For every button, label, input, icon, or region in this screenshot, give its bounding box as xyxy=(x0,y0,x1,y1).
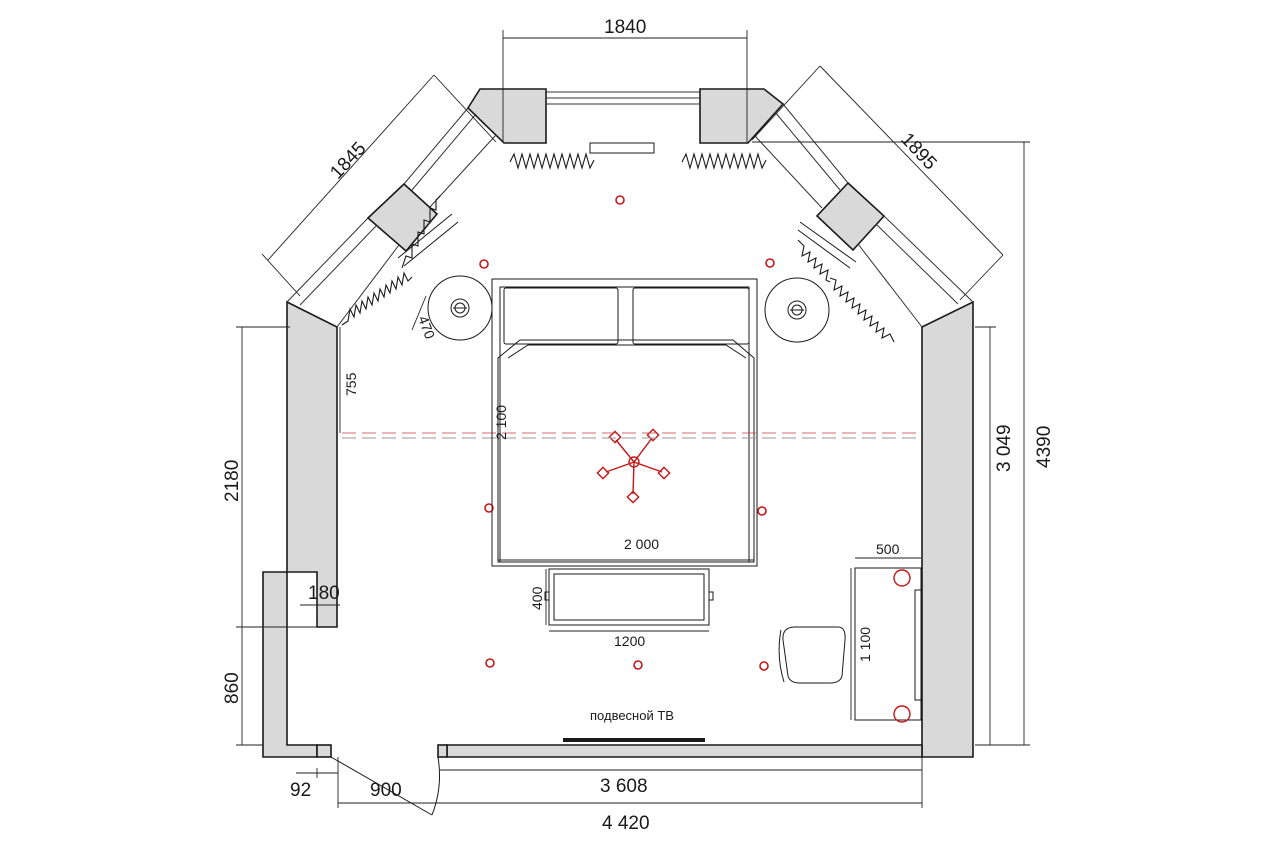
spot-light xyxy=(485,658,495,668)
dim-bed-length: 2 100 xyxy=(493,405,509,440)
curtain-top-left xyxy=(509,151,595,171)
dim-door-jamb: 92 xyxy=(290,780,311,801)
dim-total-height: 4390 xyxy=(1034,426,1055,468)
spot-light xyxy=(633,660,643,670)
door-jamb-right xyxy=(437,744,448,758)
desk-lamp-top xyxy=(893,569,911,587)
dim-bench-width: 1200 xyxy=(614,633,645,649)
bench-body xyxy=(548,568,710,626)
dim-left-diagonal: 1845 xyxy=(326,138,370,183)
pier-diag-left xyxy=(366,182,439,253)
dim-bench-depth: 400 xyxy=(529,586,545,610)
door-swing xyxy=(330,756,440,816)
tv-area: подвесной ТВ xyxy=(563,708,705,742)
dim-inner-width: 3 608 xyxy=(600,776,648,797)
chair xyxy=(782,626,846,684)
wall-right xyxy=(921,300,974,758)
spot-light xyxy=(479,259,489,269)
nightstand-right xyxy=(764,277,830,343)
curtain-right-lower xyxy=(829,277,895,343)
wall-left xyxy=(262,300,338,758)
pillow-left xyxy=(503,287,619,345)
dim-left-lower: 860 xyxy=(222,672,243,704)
spot-light xyxy=(759,661,769,671)
door-jamb xyxy=(316,744,332,758)
spot-light xyxy=(765,258,775,268)
pier-top-left xyxy=(466,88,547,144)
tv-label: подвесной ТВ xyxy=(590,708,674,723)
windows xyxy=(286,91,974,328)
bed xyxy=(491,278,758,567)
curtains xyxy=(341,142,895,343)
lighting xyxy=(479,195,775,671)
curtain-right-upper xyxy=(797,239,831,283)
dim-desk-depth: 500 xyxy=(876,541,900,557)
wall-bottom xyxy=(446,744,923,758)
tv-panel xyxy=(563,738,705,742)
desk-lamp-bottom xyxy=(893,705,911,723)
pier-diag-right xyxy=(815,181,886,252)
dim-right-height: 3 049 xyxy=(994,424,1015,472)
bench xyxy=(544,568,714,626)
door xyxy=(330,745,440,816)
wall-lamp-top xyxy=(589,142,655,154)
dim-left-height: 2180 xyxy=(222,460,243,502)
dim-bed-width: 2 000 xyxy=(624,536,659,552)
blanket xyxy=(497,339,755,563)
spot-light xyxy=(757,506,767,516)
dim-niche: 180 xyxy=(308,583,340,604)
dimension-lines xyxy=(236,30,1030,808)
pier-top-right xyxy=(699,88,785,144)
nightstand-left xyxy=(427,275,493,341)
pillow-right xyxy=(632,287,750,345)
walls xyxy=(262,88,974,758)
spot-light xyxy=(615,195,625,205)
curtain-top-right xyxy=(681,151,767,171)
dim-door-width: 900 xyxy=(370,780,402,801)
bed-frame xyxy=(491,278,758,567)
curtain-left-lower xyxy=(341,271,413,326)
dim-desk-length: 1 100 xyxy=(857,627,873,662)
dim-755: 755 xyxy=(343,372,359,396)
spot-light xyxy=(484,503,494,513)
chandelier xyxy=(596,428,671,504)
dim-top-window: 1840 xyxy=(604,17,646,38)
desk-area xyxy=(778,567,922,723)
dim-nightstand: 470 xyxy=(415,314,438,342)
nightstands xyxy=(427,275,830,343)
dim-total-width: 4 420 xyxy=(602,813,650,834)
curtain-left-upper xyxy=(401,195,441,269)
